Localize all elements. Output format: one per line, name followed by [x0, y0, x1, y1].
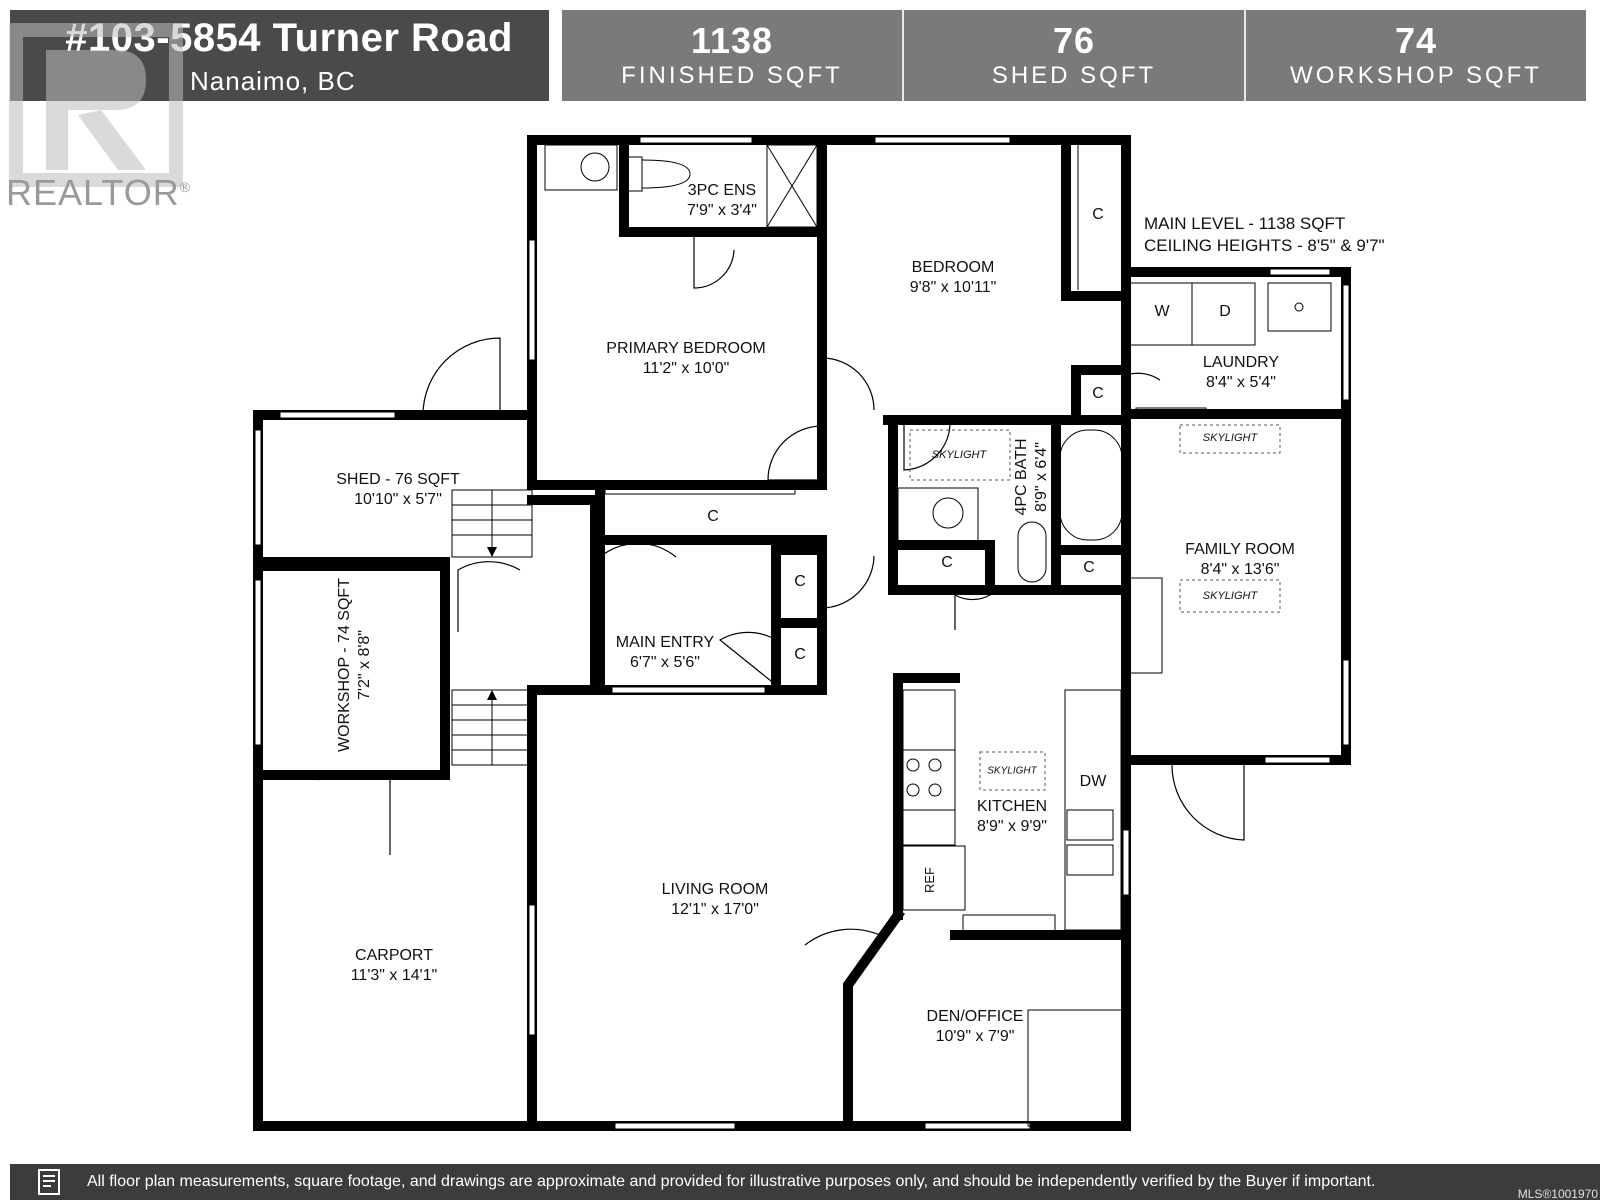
stat-value: 74 [1394, 20, 1438, 61]
closet-label: C [1092, 206, 1104, 223]
stat-shed-sqft: 76 SHED SQFT [902, 10, 1244, 101]
stat-value: 76 [1052, 20, 1096, 61]
level-info: MAIN LEVEL - 1138 SQFT CEILING HEIGHTS -… [1144, 213, 1385, 257]
realtor-logo-icon [9, 23, 183, 187]
dryer-label: D [1219, 303, 1231, 320]
closet-label: C [1092, 385, 1104, 402]
level-sqft: MAIN LEVEL - 1138 SQFT [1144, 214, 1346, 233]
closet-label: C [707, 508, 719, 525]
disclaimer-text: All floor plan measurements, square foot… [87, 1173, 1376, 1190]
skylight-label: SKYLIGHT [931, 449, 987, 461]
stat-label: FINISHED SQFT [621, 62, 843, 89]
skylight-label: SKYLIGHT [987, 765, 1037, 777]
level-ceiling: CEILING HEIGHTS - 8'5" & 9'7" [1144, 236, 1385, 255]
stat-label: WORKSHOP SQFT [1290, 62, 1542, 89]
washer-label: W [1154, 303, 1170, 320]
stats-banner: 1138 FINISHED SQFT 76 SHED SQFT 74 WORKS… [562, 10, 1586, 101]
document-icon [38, 1169, 60, 1195]
stat-finished-sqft: 1138 FINISHED SQFT [562, 10, 902, 101]
realtor-wordmark: REALTOR® [6, 172, 192, 213]
property-city: Nanaimo, BC [190, 66, 356, 96]
mls-number: MLS®1001970 [1517, 1187, 1598, 1201]
stat-workshop-sqft: 74 WORKSHOP SQFT [1244, 10, 1586, 101]
closet-label: C [794, 646, 806, 663]
dishwasher-label: DW [1079, 773, 1107, 790]
skylight-label: SKYLIGHT [1202, 590, 1258, 602]
stat-label: SHED SQFT [991, 62, 1157, 89]
stat-value: 1138 [690, 20, 774, 61]
disclaimer-bar: All floor plan measurements, square foot… [10, 1164, 1600, 1201]
closet-label: C [794, 573, 806, 590]
skylight-label: SKYLIGHT [1202, 432, 1258, 444]
fridge-label: REF [922, 867, 937, 893]
closet-label: C [941, 554, 953, 571]
closet-label: C [1083, 559, 1095, 576]
